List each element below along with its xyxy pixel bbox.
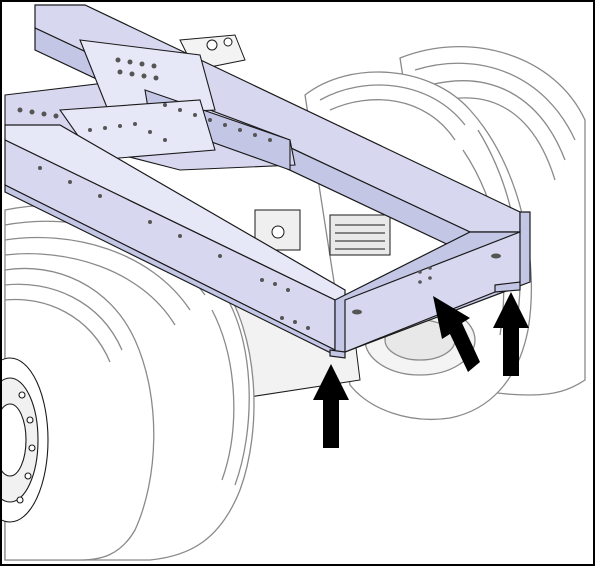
left-rail-bolt-holes [38,166,310,330]
arrow-right-frame-corner [493,292,529,376]
crossmember-bolt-holes [17,57,272,142]
rear-crossmember-holes [352,253,501,315]
rear-end-crossmember [329,211,531,359]
frame-left-rail [4,124,346,356]
arrow-crossmember-center [433,296,480,372]
wheel-hub [0,357,49,523]
frame-crossmember [4,39,296,171]
left-rear-tire-inner [4,267,155,561]
callout-arrows [313,292,529,448]
arrow-left-frame-corner [313,364,349,448]
